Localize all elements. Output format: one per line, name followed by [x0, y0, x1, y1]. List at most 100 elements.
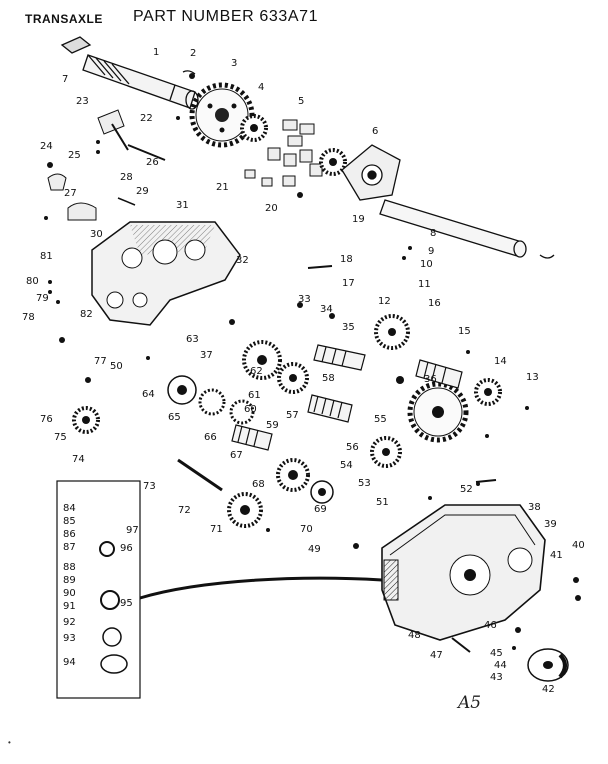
inset-detail-box: [56, 480, 383, 699]
gear-12: [374, 314, 410, 350]
callout-25: 25: [68, 150, 81, 161]
part-number-title: PART NUMBER 633A71: [133, 8, 319, 25]
callout-72: 72: [178, 505, 191, 516]
callout-82: 82: [80, 309, 93, 320]
callout-14: 14: [494, 356, 507, 367]
callout-59: 59: [266, 420, 279, 431]
spline-shaft-14: [415, 359, 463, 389]
callout-89: 89: [63, 575, 76, 586]
callout-5: 5: [298, 96, 304, 107]
callout-56: 56: [346, 442, 359, 453]
axle-shaft-right: [379, 199, 555, 259]
callout-75: 75: [54, 432, 67, 443]
differential-housing-6: [341, 144, 401, 201]
callout-58: 58: [322, 373, 335, 384]
callout-49: 49: [308, 544, 321, 555]
callout-60: 60: [244, 404, 257, 415]
callout-66: 66: [204, 432, 217, 443]
callout-34: 34: [320, 304, 333, 315]
callout-19: 19: [352, 214, 365, 225]
callout-90: 90: [63, 588, 76, 599]
callout-3: 3: [231, 58, 237, 69]
callout-86: 86: [63, 529, 76, 540]
gear-4-right: [319, 148, 347, 176]
callout-4: 4: [258, 82, 264, 93]
callout-45: 45: [490, 648, 503, 659]
callout-37: 37: [200, 350, 213, 361]
gear-56: [370, 436, 402, 468]
callout-17: 17: [342, 278, 355, 289]
callout-51: 51: [376, 497, 389, 508]
bracket-23: [97, 109, 129, 151]
callout-54: 54: [340, 460, 353, 471]
axle-shaft-left: [60, 36, 199, 110]
gear-76: [72, 406, 100, 434]
pin-47: [451, 637, 471, 653]
callout-53: 53: [358, 478, 371, 489]
spline-shaft-35: [313, 344, 366, 371]
callout-81: 81: [40, 251, 53, 262]
callout-46: 46: [484, 620, 497, 631]
callout-11: 11: [418, 279, 431, 290]
callout-26: 26: [146, 157, 159, 168]
callout-35: 35: [342, 322, 355, 333]
handwritten-mark: A5: [458, 693, 482, 713]
callout-42: 42: [542, 684, 555, 695]
callout-64: 64: [142, 389, 155, 400]
callout-61: 61: [248, 390, 261, 401]
callout-92: 92: [63, 617, 76, 628]
callout-15: 15: [458, 326, 471, 337]
callout-39: 39: [544, 519, 557, 530]
callout-13: 13: [526, 372, 539, 383]
callout-6: 6: [372, 126, 378, 137]
callout-79: 79: [36, 293, 49, 304]
callout-55: 55: [374, 414, 387, 425]
callout-74: 74: [72, 454, 85, 465]
callout-41: 41: [550, 550, 563, 561]
callout-67: 67: [230, 450, 243, 461]
pin-18: [307, 265, 497, 483]
callout-94: 94: [63, 657, 76, 668]
callout-47: 47: [430, 650, 443, 661]
callout-76: 76: [40, 414, 53, 425]
callout-2: 2: [190, 48, 196, 59]
section-title: TRANSAXLE: [25, 12, 103, 26]
callout-29: 29: [136, 186, 149, 197]
callout-57: 57: [286, 410, 299, 421]
callout-80: 80: [26, 276, 39, 287]
callout-1: 1: [153, 47, 159, 58]
callout-50: 50: [110, 361, 123, 372]
callout-40: 40: [572, 540, 585, 551]
callout-10: 10: [420, 259, 433, 270]
shaft-72: [177, 458, 223, 492]
callout-87: 87: [63, 542, 76, 553]
large-gear-3: [189, 82, 255, 148]
callout-91: 91: [63, 601, 76, 612]
fork-27: [47, 173, 97, 221]
callout-96: 96: [120, 543, 133, 554]
gear-63-cluster: [242, 340, 309, 394]
callout-33: 33: [298, 294, 311, 305]
callout-78: 78: [22, 312, 35, 323]
callout-93: 93: [63, 633, 76, 644]
callout-28: 28: [120, 172, 133, 183]
callout-18: 18: [340, 254, 353, 265]
callout-48: 48: [408, 630, 421, 641]
gear-13: [474, 378, 502, 406]
spline-shaft-58: [307, 394, 353, 423]
callout-22: 22: [140, 113, 153, 124]
gear-65: [167, 375, 255, 425]
callout-84: 84: [63, 503, 76, 514]
callout-65: 65: [168, 412, 181, 423]
pinion-cluster-5: [244, 119, 323, 187]
callout-85: 85: [63, 516, 76, 527]
callout-73: 73: [143, 481, 156, 492]
callout-43: 43: [490, 672, 503, 683]
callout-77: 77: [94, 356, 107, 367]
transaxle-housing-38: [381, 504, 546, 641]
callout-52: 52: [460, 484, 473, 495]
callout-62: 62: [250, 366, 263, 377]
